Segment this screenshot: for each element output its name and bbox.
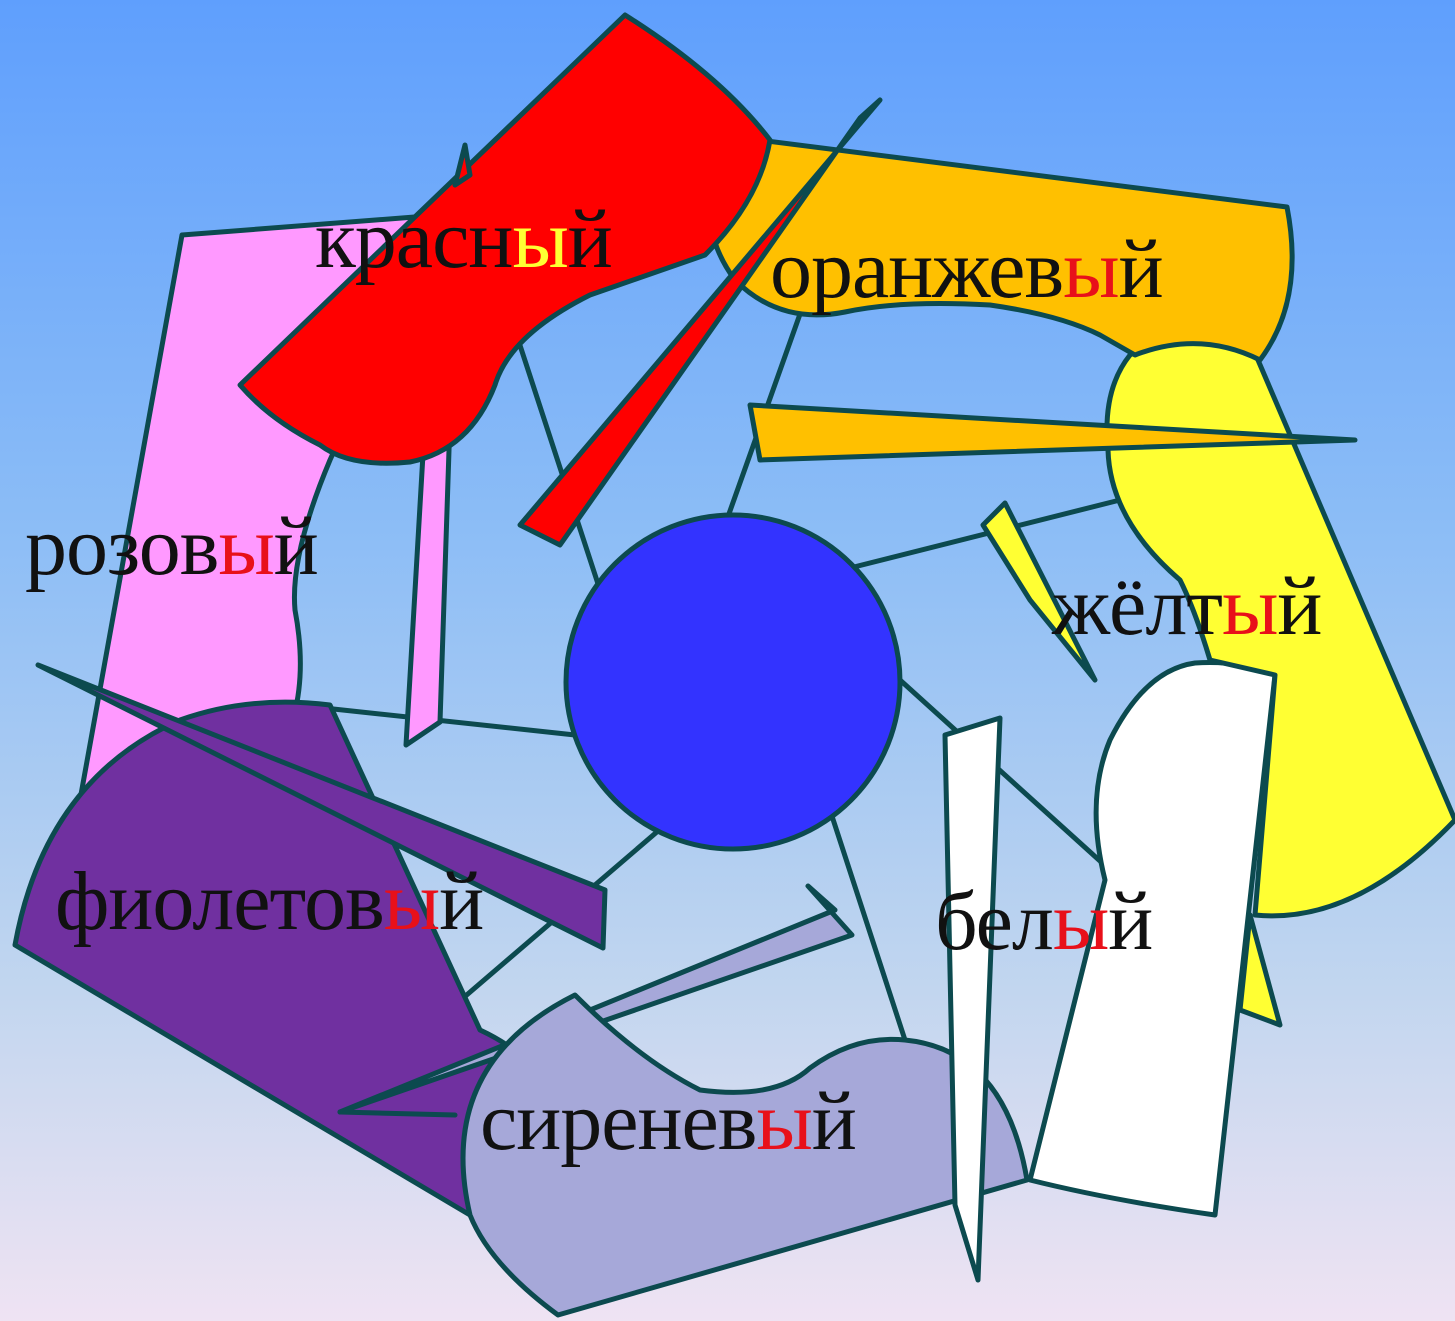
red-pennant bbox=[517, 97, 883, 548]
word-stem: красн bbox=[315, 193, 513, 286]
word-ending: ы bbox=[1221, 560, 1278, 653]
word-tail: й bbox=[439, 855, 484, 948]
word-tail: й bbox=[1108, 875, 1153, 968]
pink-pennant bbox=[403, 417, 453, 748]
word-stem: жёлт bbox=[1052, 560, 1223, 653]
red-blade bbox=[237, 12, 773, 466]
orange-pennant bbox=[747, 402, 1358, 463]
word-ending: ы bbox=[383, 855, 440, 948]
word-oranzhevyj: оранжевый bbox=[770, 228, 1164, 312]
word-krasnyj: красный bbox=[315, 198, 613, 282]
word-zheltyj: жёлтый bbox=[1052, 565, 1322, 649]
center-circle bbox=[563, 512, 903, 852]
word-tail: й bbox=[1118, 223, 1164, 316]
purple-pennant bbox=[35, 662, 608, 951]
white-blade bbox=[1027, 660, 1278, 1218]
lilac-blade bbox=[460, 992, 1030, 1318]
word-tail: й bbox=[811, 1075, 857, 1168]
word-fioletovyj: фиолетовый bbox=[55, 860, 484, 944]
word-tail: й bbox=[567, 193, 613, 286]
red-sliver bbox=[452, 142, 473, 188]
word-stem: розов bbox=[25, 500, 219, 593]
word-ending: ы bbox=[218, 500, 274, 593]
word-ending: ы bbox=[756, 1075, 812, 1168]
word-stem: оранжев bbox=[770, 223, 1064, 316]
word-stem: сиренев bbox=[480, 1075, 757, 1168]
yellow-pennant bbox=[980, 500, 1098, 683]
word-stem: фиолетов bbox=[55, 855, 385, 948]
word-belyj: белый bbox=[935, 880, 1153, 964]
word-stem: бел bbox=[935, 875, 1054, 968]
word-ending: ы bbox=[512, 193, 568, 286]
word-tail: й bbox=[273, 500, 319, 593]
word-sirenevyj: сиреневый bbox=[480, 1080, 857, 1164]
yellow-sliver bbox=[1237, 912, 1283, 1028]
word-ending: ы bbox=[1052, 875, 1109, 968]
word-ending: ы bbox=[1063, 223, 1119, 316]
word-rozovyj: розовый bbox=[25, 505, 319, 589]
word-tail: й bbox=[1277, 560, 1322, 653]
white-pennant bbox=[942, 715, 1003, 1283]
